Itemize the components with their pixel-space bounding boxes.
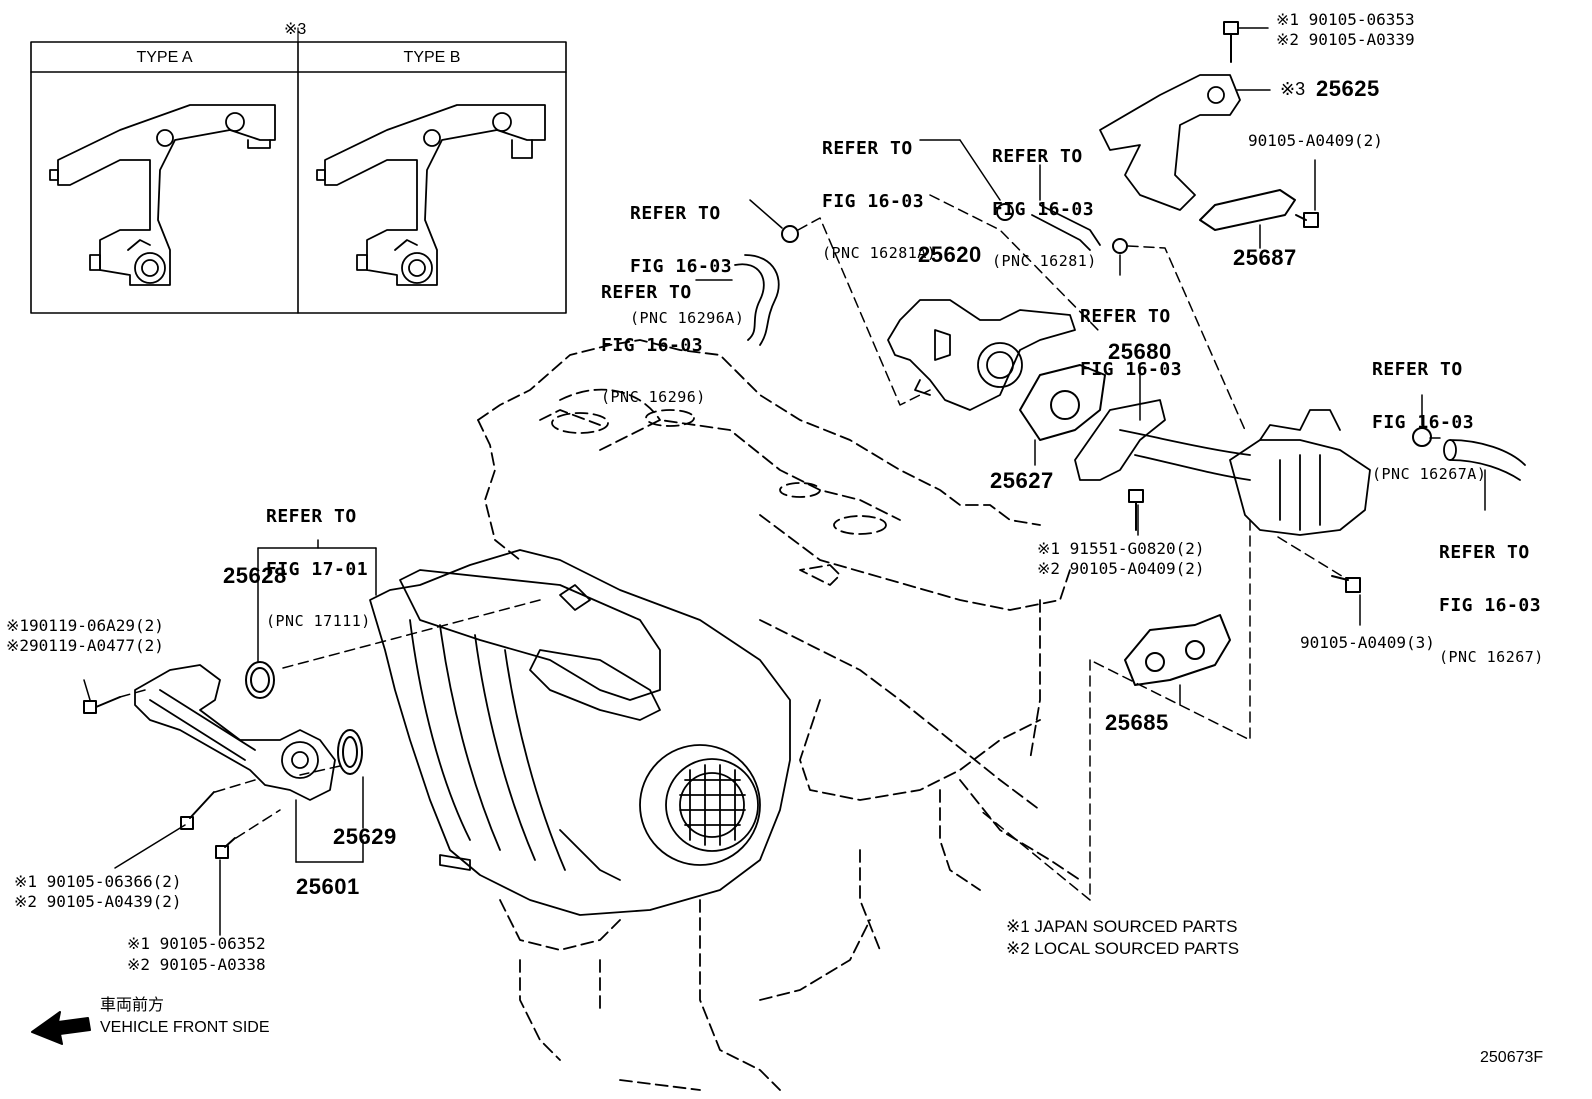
front-arrow-icon [31,1011,91,1045]
type-b-bracket[interactable] [316,104,546,286]
bolt-90119[interactable] [83,696,121,714]
bolt-90119-local[interactable]: ※290119-A0477(2) [6,636,164,655]
bracket-25625[interactable] [1099,74,1241,211]
ref-16296-l3: (PNC 16296) [601,388,706,406]
ring-25628[interactable] [245,661,275,699]
ref-17111-l2: FIG 17-01 [266,559,369,580]
ref-16296-l2: FIG 16-03 [601,335,704,356]
part-25628[interactable]: 25628 [223,563,287,588]
bolt-top-local[interactable]: ※2 90105-A0339 [1276,30,1415,49]
part-25685[interactable]: 25685 [1105,710,1169,735]
ref-16296A-l2: FIG 16-03 [630,256,733,277]
ref-16267A[interactable]: REFER TO FIG 16-03 (PNC 16267A) [1372,329,1486,498]
part-25680[interactable]: 25680 [1108,339,1172,364]
egr-cooler[interactable] [1229,409,1371,536]
bolt-06352-japan[interactable]: ※1 90105-06352 [127,934,266,953]
ref-mid[interactable]: REFER TO FIG 16-03 [1080,276,1182,395]
part-25627[interactable]: 25627 [990,468,1054,493]
inset-box [30,27,567,314]
intake-manifold[interactable] [369,549,791,916]
ref-16281A-l1: REFER TO [822,138,913,159]
hose-16296[interactable] [734,254,780,346]
ref-16281[interactable]: REFER TO FIG 16-03 (PNC 16281) [992,116,1097,285]
ref-16281-l2: FIG 16-03 [992,199,1095,220]
clamp-mid[interactable] [1112,238,1128,254]
ref-16281A-l3: (PNC 16281A) [822,244,937,262]
egr-valve-25620[interactable] [887,299,1076,411]
hose-16281[interactable] [1031,204,1101,251]
type-a-bracket[interactable] [49,104,276,286]
ref-16281A-l2: FIG 16-03 [822,191,925,212]
ref-16281A[interactable]: REFER TO FIG 16-03 (PNC 16281A) [822,108,936,277]
part-25625-marker: ※3 [1280,79,1306,99]
ref-16267-l3: (PNC 16267) [1439,648,1544,666]
ref-16296A-l1: REFER TO [630,203,721,224]
part-25620[interactable]: 25620 [918,242,982,267]
vsv-assembly-25601[interactable] [134,664,336,801]
bolt-90105-A0409-2-label[interactable]: 90105-A0409(2) [1248,131,1383,150]
ref-16296-l1: REFER TO [601,282,692,303]
bolt-top-japan[interactable]: ※1 90105-06353 [1276,10,1415,29]
type-a-label: TYPE A [136,49,193,66]
clamp-16281A[interactable] [996,203,1014,221]
clamp-16267A[interactable] [1412,427,1432,447]
leader-lines [83,27,1486,936]
ref-16267[interactable]: REFER TO FIG 16-03 (PNC 16267) [1439,512,1544,681]
gasket-25627[interactable] [1019,364,1106,441]
ref-16296A-l3: (PNC 16296A) [630,309,745,327]
bolt-91551-local[interactable]: ※2 90105-A0409(2) [1037,559,1205,578]
legend-japan: ※1 JAPAN SOURCED PARTS [1006,917,1238,936]
bolt-91551-G0820[interactable] [1128,489,1144,531]
bolt-90105-06366[interactable] [180,791,215,830]
type-b-label: TYPE B [403,49,461,66]
part-25601[interactable]: 25601 [296,874,360,899]
direction-jp: 車両前方 [100,997,165,1014]
ref-16267A-l1: REFER TO [1372,359,1463,380]
bolt-90105-A0409-2[interactable] [1295,212,1319,228]
ref-16281-l1: REFER TO [992,146,1083,167]
direction-en: VEHICLE FRONT SIDE [100,1019,270,1036]
ref-16296A[interactable]: REFER TO FIG 16-03 (PNC 16296A) [630,173,744,342]
bolt-90105-06353[interactable] [1223,21,1239,63]
bolt-90119-japan[interactable]: ※190119-06A29(2) [6,616,164,635]
ref-16267-l2: FIG 16-03 [1439,595,1542,616]
ref-16296[interactable]: REFER TO FIG 16-03 (PNC 16296) [601,252,706,421]
bolt-90105-A0409-3[interactable] [1331,575,1361,593]
bolt-90105-06352[interactable] [215,837,236,859]
ref-16267A-l2: FIG 16-03 [1372,412,1475,433]
ref-17111-l1: REFER TO [266,506,357,527]
bolt-90105-A0409-3-label[interactable]: 90105-A0409(3) [1300,633,1435,652]
bolt-06366-local[interactable]: ※2 90105-A0439(2) [14,892,182,911]
ref-16267A-l3: (PNC 16267A) [1372,465,1487,483]
plate-25687[interactable] [1199,189,1296,231]
ref-17111[interactable]: REFER TO FIG 17-01 (PNC 17111) [266,476,371,645]
ref-mid-l2: FIG 16-03 [1080,359,1183,380]
figure-id: 250673F [1480,1049,1544,1066]
ref-16281-l3: (PNC 16281) [992,252,1097,270]
gasket-25629[interactable] [337,729,363,775]
bolt-06366-japan[interactable]: ※1 90105-06366(2) [14,872,182,891]
legend-local: ※2 LOCAL SOURCED PARTS [1006,939,1240,958]
hose-16267[interactable] [1443,439,1526,481]
ref-mid-l1: REFER TO [1080,306,1171,327]
egr-pipe-25680[interactable] [1074,399,1251,481]
bolt-06352-local[interactable]: ※2 90105-A0338 [127,955,266,974]
gasket-25685[interactable] [1124,614,1231,686]
ref-16267-l1: REFER TO [1439,542,1530,563]
engine-block-outline [477,339,1081,1091]
part-25625[interactable]: 25625 [1316,76,1380,101]
dashed-connections [119,194,1441,901]
part-25687[interactable]: 25687 [1233,245,1297,270]
part-25629[interactable]: 25629 [333,824,397,849]
clamp-16296A[interactable] [781,225,799,243]
inset-marker: ※3 [284,21,307,38]
bolt-91551-japan[interactable]: ※1 91551-G0820(2) [1037,539,1205,558]
ref-17111-l3: (PNC 17111) [266,612,371,630]
